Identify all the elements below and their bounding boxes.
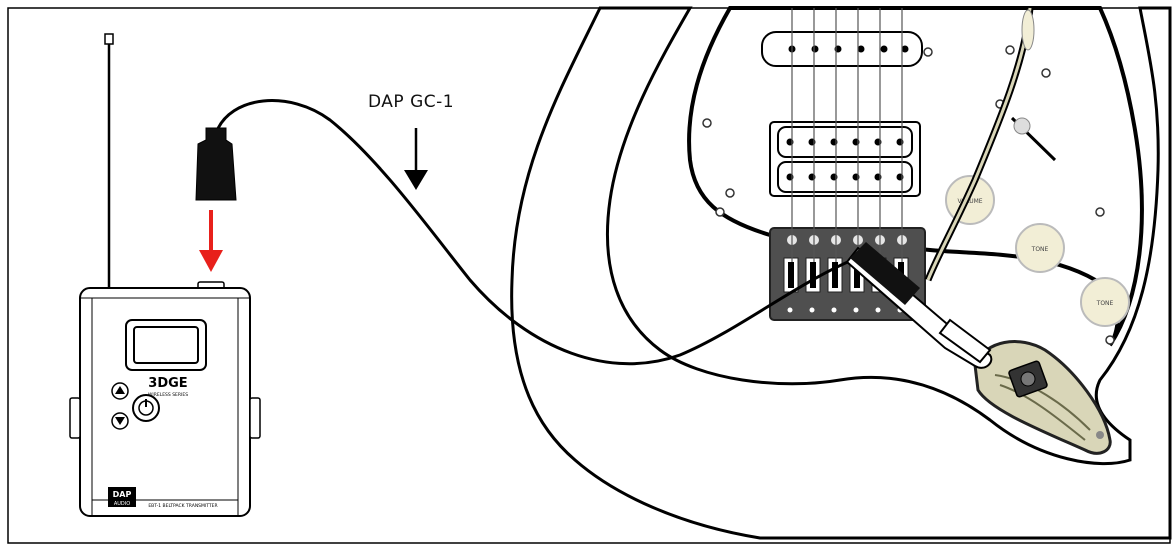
brand-subtitle: WIRELESS SERIES [148, 392, 188, 398]
guitar-strings [791, 8, 903, 262]
guitar: VOLUME TONE TONE [510, 6, 1172, 540]
cable-label: DAP GC-1 [368, 92, 455, 112]
power-button [132, 394, 160, 422]
tone-knob-1: TONE [1015, 223, 1065, 273]
maker-logo-bottom: AUDIO [114, 501, 130, 507]
instrument-cable [214, 99, 863, 366]
brand-logo: 3DGE [148, 376, 187, 391]
tone-knob-1-label: TONE [1031, 246, 1049, 253]
tone-knob-2-label: TONE [1096, 300, 1114, 307]
up-button [111, 382, 129, 400]
guitar-side-plug [845, 242, 993, 369]
beltpack-transmitter: 3DGE WIRELESS SERIES DAP AUDIO EBT-1 BEL… [69, 33, 261, 517]
guitar-body-outline [510, 6, 1172, 540]
insert-arrow [199, 210, 223, 272]
bridge-screws [787, 307, 903, 313]
cable-label-arrow [404, 128, 428, 190]
maker-logo-top: DAP [113, 490, 132, 499]
maker-logo [108, 487, 136, 507]
volume-knob-label: VOLUME [957, 198, 982, 205]
transmitter-side-plug [195, 127, 237, 201]
model-text: EBT-1 BELTPACK TRANSMITTER [148, 503, 217, 509]
neck-pickup [761, 31, 923, 67]
output-jack-plate [973, 340, 1112, 455]
tone-knob-2: TONE [1080, 277, 1130, 327]
down-button [111, 412, 129, 430]
